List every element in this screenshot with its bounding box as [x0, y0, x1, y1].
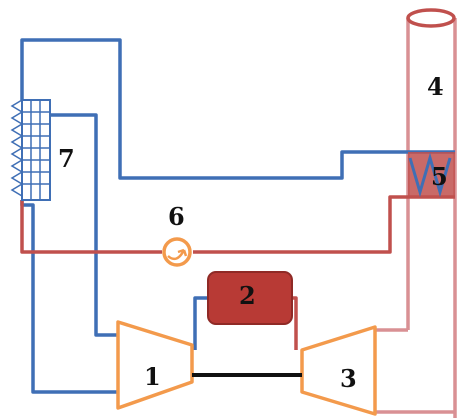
- compressor-to-combustor-line: [193, 296, 208, 350]
- compressor-label: 1: [144, 362, 161, 391]
- recuperator-coil: [408, 152, 452, 198]
- heat-exchanger-label: 7: [58, 144, 75, 173]
- combustor: [207, 271, 293, 325]
- stack-label: 4: [427, 72, 444, 101]
- compressor-inlet-line: [50, 113, 118, 337]
- combustor-label: 2: [239, 281, 256, 310]
- heat-exchanger-fins: [10, 99, 24, 197]
- heat-exchanger-grid: [21, 99, 51, 201]
- cold-loop-top: [20, 38, 455, 180]
- turbine-label: 3: [340, 364, 357, 393]
- recuperator-label: 5: [431, 162, 448, 191]
- compressor: [116, 320, 194, 410]
- combustor-to-turbine-line: [292, 296, 298, 350]
- turbine: [300, 325, 377, 416]
- pump: [162, 237, 192, 267]
- pump-label: 6: [168, 202, 185, 231]
- heat-exchanger-gridlines: [22, 100, 50, 200]
- stack-top: [406, 8, 456, 28]
- hot-loop: [20, 195, 455, 254]
- heat-exchanger: [10, 99, 51, 201]
- pump-circle: [162, 237, 192, 267]
- pump-arrow-icon: [167, 248, 188, 261]
- cold-loop-left: [20, 45, 118, 394]
- recuperator: [408, 152, 455, 198]
